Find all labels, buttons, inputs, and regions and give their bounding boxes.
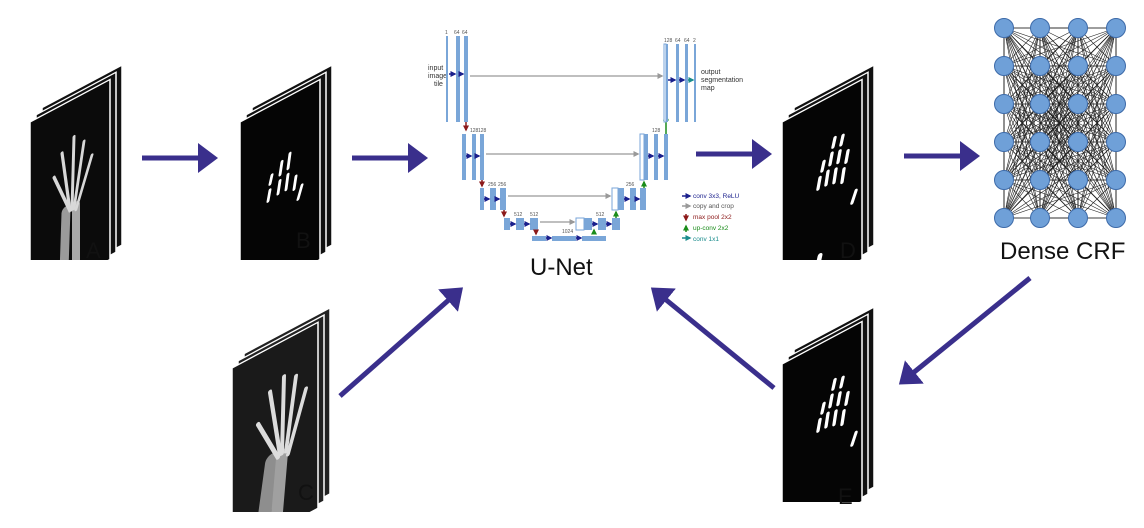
unet-ch-l4-b: 512	[530, 212, 539, 218]
image-stack-e	[782, 305, 875, 502]
crf-node	[1106, 18, 1126, 38]
unet-output-label-1: output	[701, 69, 721, 76]
unet-ch-u4: 512	[596, 212, 605, 218]
crf-node	[994, 170, 1014, 190]
unet-ch-u3: 256	[626, 182, 635, 188]
crf-node	[1030, 208, 1050, 228]
image-stack-d	[782, 63, 875, 260]
crf-node	[994, 18, 1014, 38]
label-b: B	[296, 228, 311, 253]
crf-node	[1068, 170, 1088, 190]
unet-ch-l5: 1024	[562, 229, 573, 235]
arrow-crf-to-e	[898, 276, 1032, 385]
unet-ch-o2: 64	[675, 38, 681, 44]
unet-ch-l4-a: 512	[514, 212, 523, 218]
crf-node	[1068, 18, 1088, 38]
crf-node	[1030, 132, 1050, 152]
legend-conv: conv 3x3, ReLU	[693, 193, 740, 200]
unet-ch-l1-in: 1	[445, 30, 448, 36]
dense-crf-graph	[994, 18, 1126, 228]
crf-node	[1106, 132, 1126, 152]
crf-node	[1030, 94, 1050, 114]
crf-node	[1106, 170, 1126, 190]
crf-node	[994, 208, 1014, 228]
label-e: E	[838, 484, 853, 509]
crf-node	[994, 132, 1014, 152]
crf-node	[1068, 56, 1088, 76]
crf-node	[1106, 208, 1126, 228]
arrow-c-to-unet	[338, 287, 463, 398]
label-a: A	[86, 238, 101, 263]
unet-input-label-3: tile	[434, 81, 443, 88]
unet-input-label-1: input	[428, 65, 443, 72]
crf-node	[1068, 132, 1088, 152]
unet-ch-u2: 128	[652, 128, 661, 134]
image-stack-c	[232, 306, 331, 512]
crf-node	[1030, 170, 1050, 190]
unet-ch-l2-b: 128	[478, 128, 487, 134]
crf-node	[1106, 56, 1126, 76]
unet-ch-o1: 128	[664, 38, 673, 44]
unet-output-label-3: map	[701, 85, 715, 92]
crf-node	[994, 94, 1014, 114]
unet-architecture: input image tile 1 64 64 128 128	[428, 30, 743, 243]
crf-node	[1030, 56, 1050, 76]
legend-maxpool: max pool 2x2	[693, 214, 732, 221]
unet-ch-l2-a: 128	[470, 128, 479, 134]
crf-title: Dense CRF	[1000, 238, 1126, 265]
image-stack-a	[30, 63, 123, 260]
image-stack-b	[240, 63, 333, 260]
crf-node	[1030, 18, 1050, 38]
unet-ch-l1-a: 64	[454, 30, 460, 36]
label-d: D	[840, 238, 856, 263]
unet-ch-o4: 2	[693, 38, 696, 44]
unet-ch-l3-a: 256	[488, 182, 497, 188]
legend-upconv: up-conv 2x2	[693, 225, 729, 232]
legend-copy: copy and crop	[693, 203, 734, 210]
unet-ch-l3-b: 256	[498, 182, 507, 188]
crf-node	[994, 56, 1014, 76]
unet-ch-l1-b: 64	[462, 30, 468, 36]
unet-input-label-2: image	[428, 73, 447, 80]
crf-node	[1068, 208, 1088, 228]
crf-node	[1106, 94, 1126, 114]
crf-node	[1068, 94, 1088, 114]
label-c: C	[298, 480, 314, 505]
unet-ch-o3: 64	[684, 38, 690, 44]
unet-output-label-2: segmentation	[701, 77, 743, 84]
legend-conv1x1: conv 1x1	[693, 236, 719, 243]
arrow-e-to-unet	[650, 287, 776, 390]
unet-title: U-Net	[530, 254, 593, 281]
